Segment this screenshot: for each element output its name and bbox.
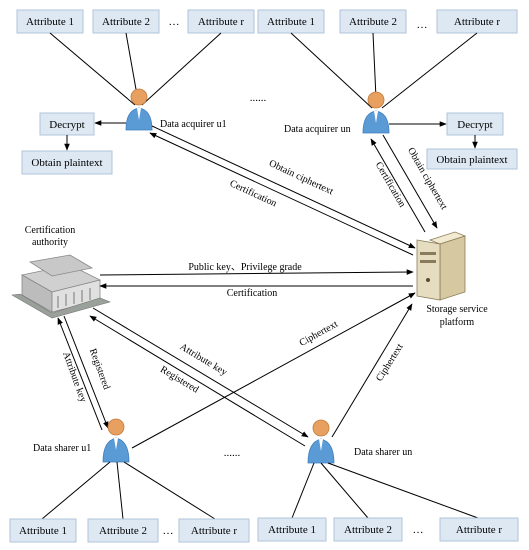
- edge-label-certification: Certification: [227, 288, 278, 299]
- attribute-label: Attribute r: [456, 524, 502, 536]
- data-acquirer-u1: Data acquirer u1 Decrypt Obtain plaintex…: [21, 88, 227, 175]
- edge-ciphertext-u1: [131, 292, 416, 449]
- plaintext-box: Obtain plaintext: [21, 150, 113, 175]
- attribute-box: Attribute r: [439, 517, 519, 542]
- data-sharer-un: Data sharer un: [307, 419, 412, 464]
- decrypt-box: Decrypt: [39, 112, 95, 136]
- edge-label-attribute-key: Attribute key: [178, 341, 229, 378]
- storage-service-platform: Storage service platform: [416, 231, 488, 328]
- edge-label-ciphertext: Ciphertext: [374, 342, 406, 384]
- edge-attribute-key-u1: [57, 317, 103, 431]
- top-left-attribute-group: Attribute 1 Attribute 2 … Attribute r: [16, 9, 255, 34]
- attribute-label: Attribute 1: [267, 16, 315, 28]
- attribute-label: Attribute 2: [99, 525, 147, 537]
- edge-label-ciphertext: Ciphertext: [298, 319, 340, 349]
- attribute-box: Attribute 1: [257, 517, 327, 542]
- acquirer-label: Data acquirer un: [284, 124, 351, 135]
- attribute-box: Attribute r: [436, 9, 518, 34]
- bottom-left-attribute-group: Attribute 1 Attribute 2 … Attribute r: [9, 518, 250, 543]
- attribute-label: Attribute r: [198, 16, 244, 28]
- attribute-box: Attribute 2: [92, 9, 160, 34]
- attribute-box: Attribute 1: [257, 9, 325, 34]
- attribute-label: Attribute 1: [26, 16, 74, 28]
- plaintext-label: Obtain plaintext: [436, 154, 507, 166]
- edge-certification-un: [370, 138, 426, 233]
- edge-obtain-ciphertext-u1: [151, 125, 416, 249]
- person-icon: [362, 91, 390, 134]
- data-acquirer-un: Data acquirer un Decrypt Obtain plaintex…: [284, 91, 518, 170]
- edge-label-attribute-key: Attribute key: [60, 350, 88, 404]
- decrypt-box: Decrypt: [446, 112, 504, 136]
- edge-ciphertext-un: [331, 303, 413, 438]
- edge-attribute-key-un: [92, 307, 309, 438]
- server-icon: [416, 231, 467, 301]
- attribute-label: Attribute 2: [102, 16, 150, 28]
- edge-obtain-ciphertext-un: [382, 134, 438, 229]
- platform-label-line1: Storage service: [426, 304, 488, 315]
- acquirer-label: Data acquirer u1: [160, 119, 227, 130]
- decrypt-label: Decrypt: [457, 119, 492, 131]
- platform-label-line2: platform: [440, 317, 475, 328]
- acquirer-dots: ......: [250, 92, 267, 104]
- sharer-dots: ......: [224, 447, 241, 459]
- attribute-box: Attribute 2: [339, 9, 407, 34]
- edge-public-key: [99, 269, 414, 276]
- ellipsis: …: [163, 525, 174, 537]
- plaintext-label: Obtain plaintext: [31, 157, 102, 169]
- certification-authority: Certification authority: [11, 225, 111, 319]
- data-sharer-u1: Data sharer u1: [33, 418, 130, 463]
- ellipsis: …: [413, 524, 424, 536]
- authority-label-line1: Certification: [25, 225, 76, 236]
- attribute-box: Attribute 1: [16, 9, 84, 34]
- attribute-box: Attribute 2: [333, 517, 403, 542]
- decrypt-label: Decrypt: [49, 119, 84, 131]
- attribute-label: Attribute 1: [19, 525, 67, 537]
- person-icon: [307, 419, 335, 464]
- edge-registered-un: [89, 315, 306, 447]
- sharer-label: Data sharer un: [354, 447, 412, 458]
- attribute-label: Attribute 2: [349, 16, 397, 28]
- ellipsis: …: [169, 16, 180, 28]
- plaintext-box: Obtain plaintext: [426, 148, 518, 170]
- ellipsis: …: [417, 19, 428, 31]
- attribute-label: Attribute r: [454, 16, 500, 28]
- attribute-label: Attribute r: [191, 525, 237, 537]
- attribute-label: Attribute 2: [344, 524, 392, 536]
- sharer-label: Data sharer u1: [33, 443, 91, 454]
- top-attribute-lines: [49, 32, 478, 109]
- edge-registered-u1: [63, 315, 109, 429]
- authority-label-line2: authority: [32, 237, 68, 248]
- attribute-box: Attribute 2: [87, 518, 159, 543]
- attribute-label: Attribute 1: [268, 524, 316, 536]
- edge-certification-u1: [149, 132, 414, 256]
- attribute-box: Attribute r: [187, 9, 255, 34]
- edge-label-public-key: Public key、Privilege grade: [188, 262, 302, 273]
- person-icon: [125, 88, 153, 131]
- attribute-box: Attribute 1: [9, 518, 77, 543]
- bottom-right-attribute-group: Attribute 1 Attribute 2 … Attribute r: [257, 517, 519, 542]
- attribute-box: Attribute r: [178, 518, 250, 543]
- person-icon: [102, 418, 130, 463]
- building-icon: [11, 254, 111, 319]
- edge-label-certification: Certification: [228, 178, 278, 209]
- top-right-attribute-group: Attribute 1 Attribute 2 … Attribute r: [257, 9, 518, 34]
- bottom-attribute-lines: [41, 461, 479, 520]
